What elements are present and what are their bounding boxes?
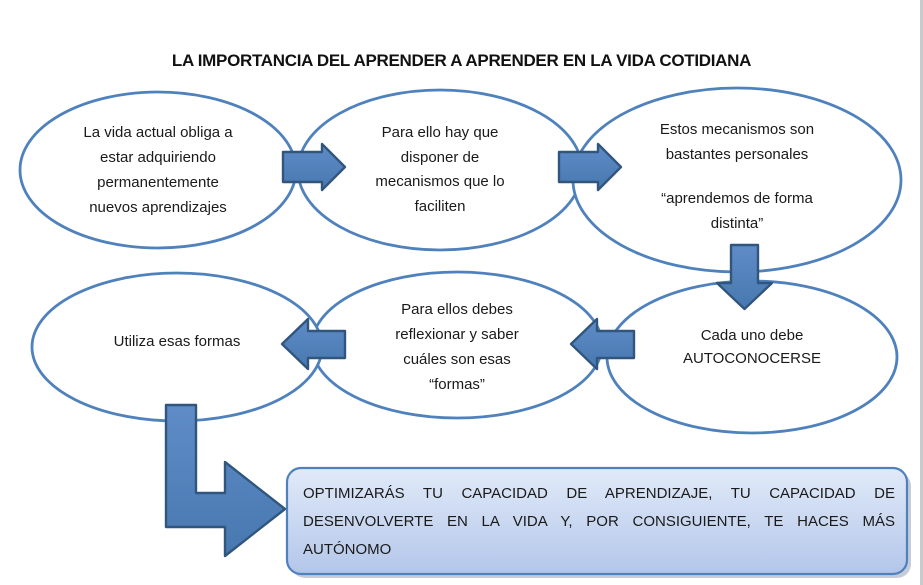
arrow-left-1	[569, 317, 636, 371]
arrow-down	[715, 243, 774, 311]
diagram-title: LA IMPORTANCIA DEL APRENDER A APRENDER E…	[171, 51, 752, 70]
conclusion-line: OPTIMIZARÁS TU CAPACIDAD DE APRENDIZAJE,…	[303, 485, 895, 502]
conclusion-line: DESENVOLVERTE EN LA VIDA Y, POR CONSIGUI…	[303, 513, 895, 530]
ellipse-text-autoconocerse: Cada uno debe AUTOCONOCERSE	[682, 327, 822, 367]
ellipse-text-vida-actual: La vida actual obliga a estar adquiriend…	[83, 124, 233, 216]
arrow-bent-down-right	[164, 403, 287, 558]
arrow-left-2	[280, 317, 347, 371]
conclusion-line: AUTÓNOMO	[303, 541, 392, 558]
ellipse-text-mecanismos: Para ello hay que disponer de mecanismos…	[375, 124, 505, 215]
ellipse-text-personales-top: Estos mecanismos son bastantes personale…	[659, 121, 815, 163]
ellipse-text-reflexionar: Para ellos debes reflexionar y saber cuá…	[395, 301, 519, 393]
ellipse-text-personales-quote: “aprendemos de forma distinta”	[661, 190, 813, 232]
conclusion-text: OPTIMIZARÁS TU CAPACIDAD DE APRENDIZAJE,…	[303, 480, 895, 564]
arrow-right-1	[281, 142, 347, 192]
page-edge-line	[920, 0, 923, 585]
ellipse-text-utiliza-formas: Utiliza esas formas	[113, 333, 241, 350]
arrow-right-2	[557, 142, 623, 192]
conclusion-box-shape	[285, 466, 909, 576]
